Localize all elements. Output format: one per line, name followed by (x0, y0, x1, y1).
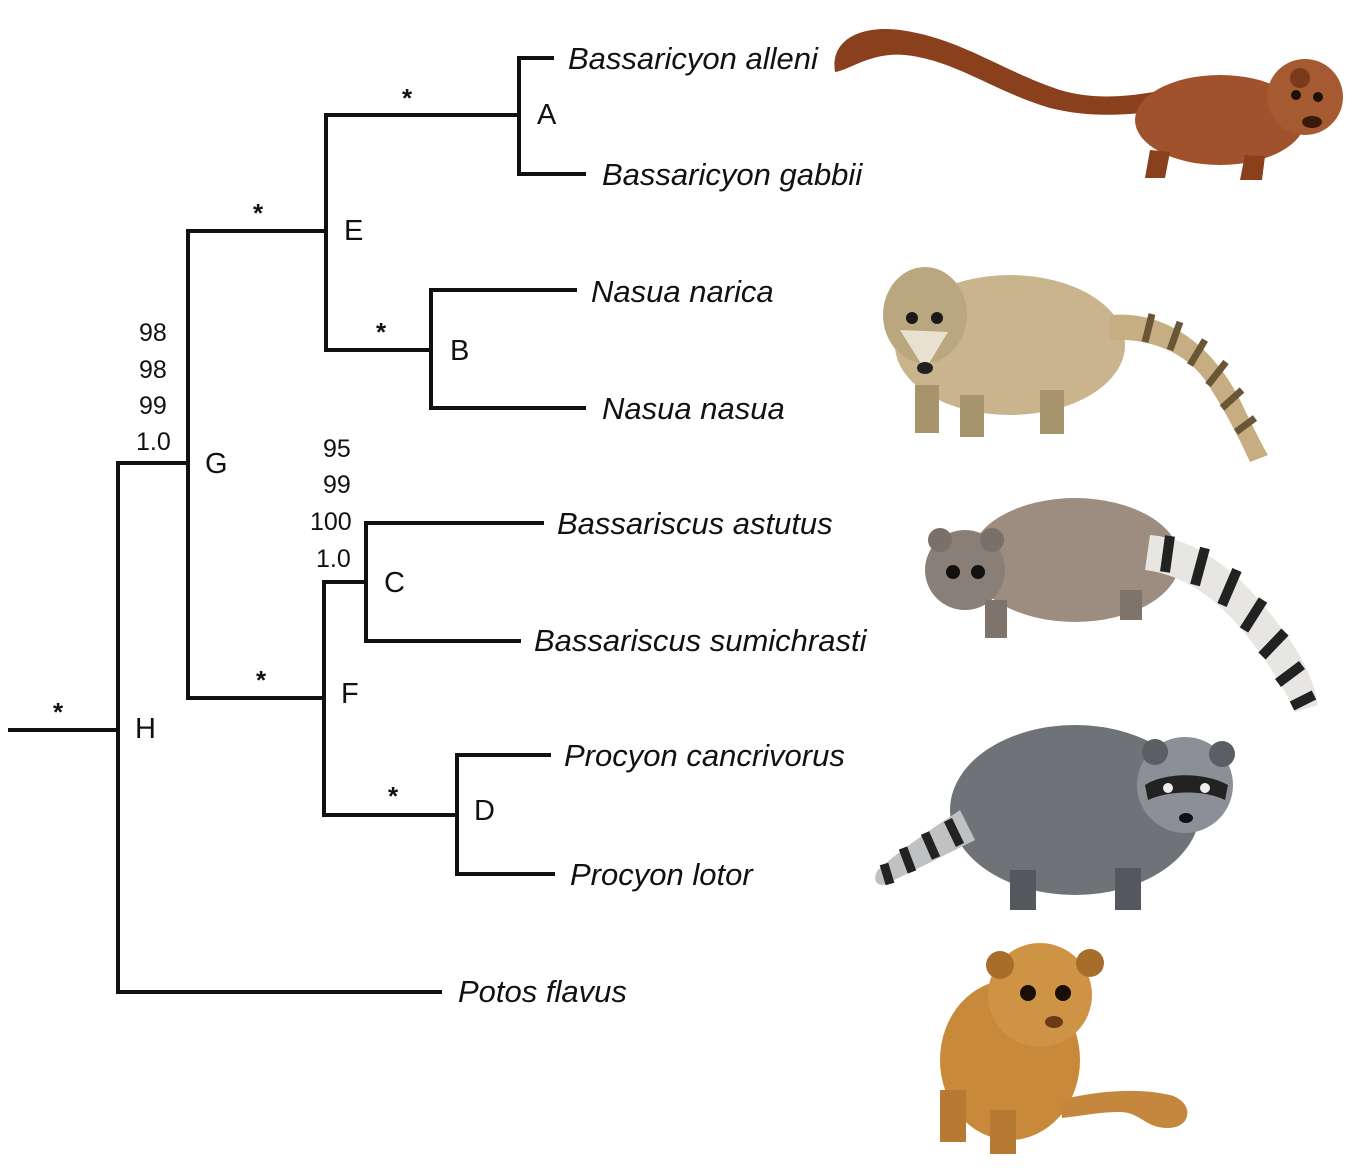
kinkajou-leg (940, 1090, 966, 1142)
taxon-bassaricyon-alleni: Bassaricyon alleni (568, 41, 819, 76)
coati-tail (1110, 315, 1268, 462)
coati-image (883, 267, 1268, 462)
raccoon-ear (1209, 741, 1235, 767)
node-labels: A B C D E F G H (135, 99, 557, 827)
ringtail-ear (980, 528, 1004, 552)
node-label-c: C (384, 567, 405, 599)
kinkajou-eye (1055, 985, 1071, 1001)
coati-leg (1040, 390, 1064, 434)
ringtail-eye (971, 565, 985, 579)
coati-nose (917, 362, 933, 374)
support-c-value: 95 (323, 435, 351, 463)
support-star-d: * (388, 781, 399, 811)
taxon-nasua-narica: Nasua narica (591, 274, 774, 309)
olingo-eye (1313, 92, 1323, 102)
ringtail-image (925, 498, 1318, 712)
raccoon-nose (1179, 813, 1193, 823)
node-label-b: B (450, 335, 469, 367)
support-c-value: 99 (323, 471, 351, 499)
kinkajou-nose (1045, 1016, 1063, 1028)
olingo-eye (1291, 90, 1301, 100)
support-star-f: * (256, 665, 267, 695)
kinkajou-ear (1076, 949, 1104, 977)
coati-leg (915, 385, 939, 433)
support-star-root: * (53, 697, 64, 727)
ringtail-eye (946, 565, 960, 579)
coati-leg (960, 395, 984, 437)
node-label-e: E (344, 215, 363, 247)
kinkajou-eye (1020, 985, 1036, 1001)
kinkajou-image (940, 943, 1187, 1154)
taxon-bassariscus-astutus: Bassariscus astutus (557, 506, 833, 541)
coati-eye (906, 312, 918, 324)
kinkajou-leg (990, 1110, 1016, 1154)
ringtail-leg (1120, 590, 1142, 620)
taxon-potos-flavus: Potos flavus (458, 974, 627, 1009)
kinkajou-tail (1060, 1091, 1187, 1128)
taxon-bassaricyon-gabbii: Bassaricyon gabbii (602, 157, 863, 192)
olingo-image (834, 29, 1343, 180)
raccoon-eye (1163, 783, 1173, 793)
support-star-a: * (402, 83, 413, 113)
node-label-h: H (135, 713, 156, 745)
raccoon-ear (1142, 739, 1168, 765)
node-label-d: D (474, 795, 495, 827)
support-g-value: 99 (139, 392, 167, 420)
olingo-tail (834, 29, 1175, 115)
support-values: * * * * * * 98 98 99 1.0 95 99 100 1.0 (53, 83, 413, 811)
raccoon-eye (1200, 783, 1210, 793)
raccoon-leg (1115, 868, 1141, 910)
support-c-value: 1.0 (316, 545, 351, 573)
taxon-procyon-cancrivorus: Procyon cancrivorus (564, 738, 845, 773)
raccoon-leg (1010, 870, 1036, 910)
coati-eye (931, 312, 943, 324)
olingo-ear (1290, 68, 1310, 88)
taxon-procyon-lotor: Procyon lotor (570, 857, 754, 892)
kinkajou-ear (986, 951, 1014, 979)
support-star-b: * (376, 317, 387, 347)
support-c-value: 100 (310, 508, 352, 536)
support-g-value: 1.0 (136, 428, 171, 456)
taxon-nasua-nasua: Nasua nasua (602, 391, 785, 426)
olingo-nose (1302, 116, 1322, 128)
ringtail-ear (928, 528, 952, 552)
tree-branches (10, 58, 584, 992)
node-label-g: G (205, 448, 228, 480)
raccoon-image (875, 725, 1235, 910)
ringtail-leg (985, 600, 1007, 638)
taxon-bassariscus-sumichrasti: Bassariscus sumichrasti (534, 623, 868, 658)
support-g-value: 98 (139, 319, 167, 347)
support-star-e: * (253, 198, 264, 228)
olingo-leg (1145, 150, 1170, 178)
support-g-value: 98 (139, 356, 167, 384)
node-label-f: F (341, 678, 359, 710)
node-label-a: A (537, 99, 557, 131)
